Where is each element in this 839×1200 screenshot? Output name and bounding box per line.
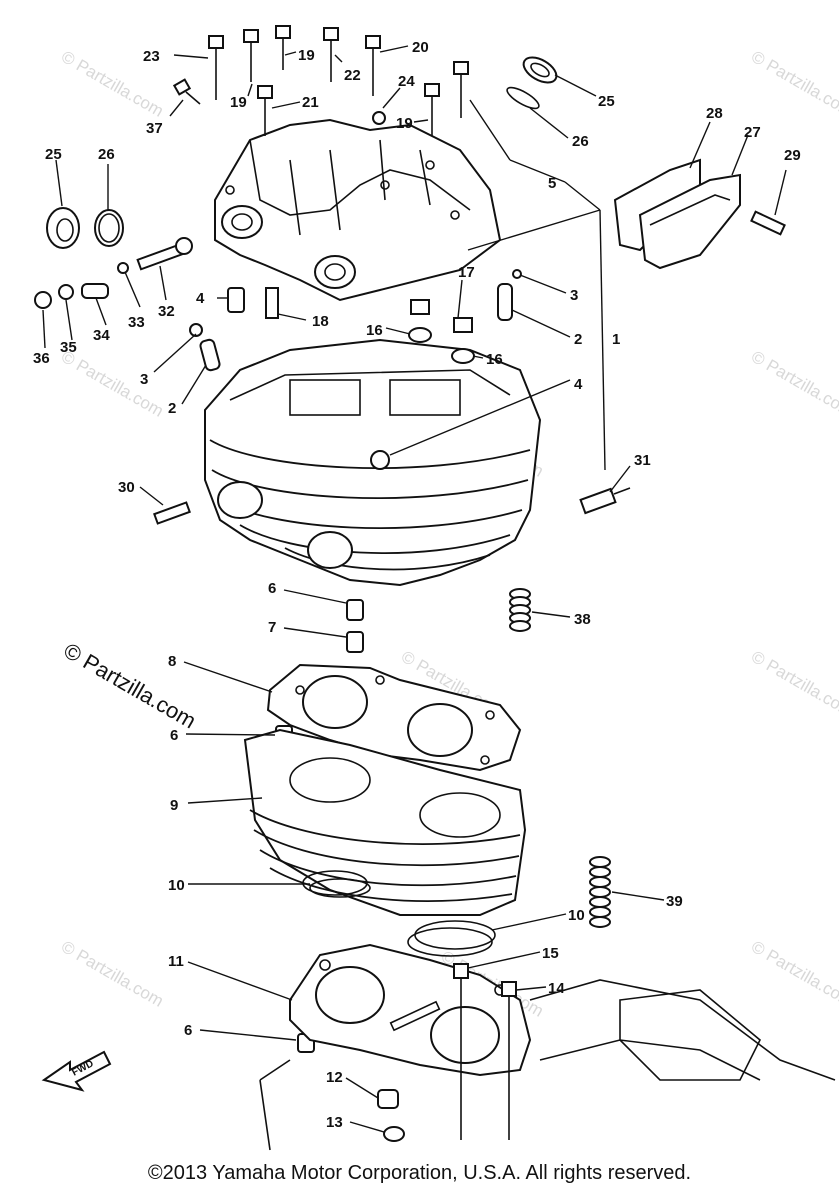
callout-9: 9 <box>170 797 178 814</box>
cylinder-head-cover <box>214 118 502 302</box>
cylinder-head <box>153 338 631 587</box>
callout-23: 23 <box>143 48 160 65</box>
callout-27: 27 <box>744 124 761 141</box>
callout-26: 26 <box>572 133 589 150</box>
callout-14: 14 <box>548 980 565 997</box>
callout-33: 33 <box>128 314 145 331</box>
watermark-text-prominent: © Partzilla.com <box>60 638 201 734</box>
callout-32: 32 <box>158 303 175 320</box>
callout-19: 19 <box>298 47 315 64</box>
watermark-text: © Partzilla.com <box>748 647 839 721</box>
watermark-text: © Partzilla.com <box>748 47 839 121</box>
callout-6: 6 <box>268 580 276 597</box>
callout-28: 28 <box>706 105 723 122</box>
callout-6: 6 <box>170 727 178 744</box>
callout-34: 34 <box>93 327 110 344</box>
callout-7: 7 <box>268 619 276 636</box>
cap-and-oring-top <box>506 56 558 110</box>
callout-12: 12 <box>326 1069 343 1086</box>
callout-1: 1 <box>612 331 620 348</box>
base-gasket <box>289 943 532 1077</box>
callout-37: 37 <box>146 120 163 137</box>
callout-13: 13 <box>326 1114 343 1131</box>
callout-22: 22 <box>344 67 361 84</box>
callout-3: 3 <box>140 371 148 388</box>
callout-17: 17 <box>458 264 475 281</box>
callout-6: 6 <box>184 1022 192 1039</box>
callout-16: 16 <box>366 322 383 339</box>
callout-18: 18 <box>312 313 329 330</box>
callout-11: 11 <box>168 953 184 970</box>
callout-20: 20 <box>412 39 429 56</box>
watermark-text: © Partzilla.com <box>58 937 167 1011</box>
callout-16: 16 <box>486 351 503 368</box>
leader-lines <box>42 45 787 1133</box>
callout-3: 3 <box>570 287 578 304</box>
head-gasket <box>266 663 522 772</box>
callout-21: 21 <box>302 94 319 111</box>
fwd-arrow-icon: FWD <box>41 1050 112 1092</box>
callout-39: 39 <box>666 893 683 910</box>
left-small-parts <box>34 207 193 309</box>
callout-4: 4 <box>574 376 583 393</box>
tappet-covers <box>613 158 786 270</box>
callout-10: 10 <box>168 877 185 894</box>
head-small-parts <box>189 269 522 372</box>
callout-19: 19 <box>230 94 247 111</box>
callout-10: 10 <box>568 907 585 924</box>
watermark-text: © Partzilla.com <box>748 347 839 421</box>
callout-38: 38 <box>574 611 591 628</box>
callout-25: 25 <box>45 146 62 163</box>
callout-35: 35 <box>60 339 77 356</box>
copyright-notice: ©2013 Yamaha Motor Corporation, U.S.A. A… <box>147 1162 692 1184</box>
callout-26: 26 <box>98 146 115 163</box>
callout-5: 5 <box>548 175 556 192</box>
callout-15: 15 <box>542 945 559 962</box>
studs-and-crankcase <box>259 963 836 1151</box>
callout-31: 31 <box>634 452 651 469</box>
callout-numbers: 23 19 19 22 20 24 21 19 37 25 26 5 28 27… <box>33 39 801 1131</box>
callout-4: 4 <box>196 290 205 307</box>
callout-2: 2 <box>168 400 176 417</box>
watermark-text: © Partzilla.com <box>58 347 167 421</box>
callout-19: 19 <box>396 115 413 132</box>
callout-36: 36 <box>33 350 50 367</box>
head-cover-bolts <box>172 25 469 136</box>
o-rings <box>302 870 493 957</box>
callout-8: 8 <box>168 653 176 670</box>
cylinder-block <box>243 728 527 950</box>
callout-30: 30 <box>118 479 135 496</box>
callout-24: 24 <box>398 73 415 90</box>
callout-25: 25 <box>598 93 615 110</box>
callout-29: 29 <box>784 147 801 164</box>
callout-2: 2 <box>574 331 582 348</box>
watermark-text: © Partzilla.com <box>748 937 839 1011</box>
